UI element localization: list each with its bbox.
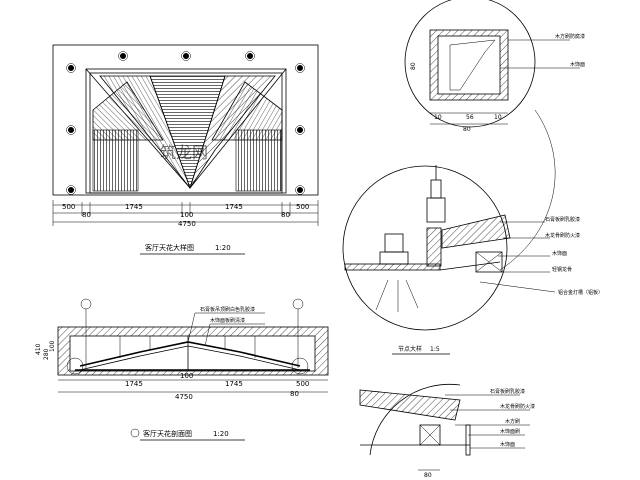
dim-label: 100: [180, 211, 193, 219]
svg-text:客厅天花大样图: 客厅天花大样图: [145, 243, 194, 252]
dim-label: 500: [62, 203, 75, 211]
detail-callout: 木饰面刷: [500, 428, 520, 435]
detail-callout: 木龙骨刷防火漆: [545, 232, 580, 239]
section-callout: 木饰面板刷清漆: [210, 317, 245, 324]
dim-label: 500: [296, 203, 309, 211]
detail-square-tube: 10 56 10 80 80 木方刷防腐漆 木饰面: [404, 0, 585, 133]
dim-label: 500: [296, 380, 309, 388]
svg-text:1:20: 1:20: [213, 430, 229, 438]
dim-label: 80: [82, 211, 91, 219]
outer-frame: [52, 44, 319, 196]
detail-callout: 木饰面: [570, 61, 585, 68]
ceiling-section: 石膏板吊顶刷白色乳胶漆 木饰面板刷清漆 410 280 100 1745 100…: [35, 298, 329, 441]
elevation-title: 客厅天花大样图 1:20: [140, 243, 245, 255]
dim-label: 100: [180, 372, 193, 380]
side-dim: 280: [43, 348, 50, 360]
connector-curve: [499, 109, 556, 271]
dim-total: 4750: [175, 393, 193, 401]
dim-label: 1745: [125, 203, 143, 211]
dim-label: 1745: [225, 203, 243, 211]
dim-total: 80: [463, 126, 471, 133]
dim-label: 80: [424, 472, 432, 479]
detail-callout: 木饰面: [500, 441, 515, 448]
dim-label: 1745: [125, 380, 143, 388]
detail-bottom-trough: 石膏板刷乳胶漆 木龙骨刷防火漆 木方刷 木饰面刷 木饰面 80: [359, 383, 535, 479]
svg-text:1:20: 1:20: [215, 244, 231, 252]
watermark: 筑龙网: [160, 143, 208, 162]
svg-text:节点大样: 节点大样: [398, 345, 422, 353]
dim-label: 10: [494, 114, 502, 121]
dim-label: 10: [434, 114, 442, 121]
ceiling-elevation: 筑龙网 500 80 1745 100 1745 80 500 4750 客厅天…: [52, 44, 319, 255]
dim-label: 80: [290, 390, 299, 398]
detail-callout: 木方刷: [505, 418, 520, 425]
side-dim: 100: [49, 340, 56, 352]
svg-text:1:5: 1:5: [430, 346, 440, 353]
detail-callout: 石膏板刷乳胶漆: [545, 216, 580, 223]
dim-label: 56: [466, 114, 474, 121]
detail-callout: 铝合金灯槽（铝板）: [558, 289, 603, 296]
detail-callout: 轻钢龙骨: [552, 266, 572, 273]
section-title: 客厅天花剖面图 1:20: [130, 428, 245, 441]
dim-label: 1745: [225, 380, 243, 388]
section-callout: 石膏板吊顶刷白色乳胶漆: [200, 306, 255, 313]
light-fixtures: [66, 51, 305, 195]
detail-callout: 木饰面: [552, 250, 567, 257]
detail-callout: 木方刷防腐漆: [555, 33, 585, 40]
detail-callout: 石膏板刷乳胶漆: [490, 388, 525, 395]
detail-title: 节点大样 1:5: [392, 345, 450, 355]
detail-light-trough: 石膏板刷乳胶漆 木龙骨刷防火漆 木饰面 轻钢龙骨 铝合金灯槽（铝板） 节点大样 …: [342, 165, 603, 355]
side-dim: 410: [35, 343, 42, 355]
dim-label: 80: [281, 211, 290, 219]
dim-label: 80: [410, 62, 417, 70]
dim-total: 4750: [178, 220, 196, 228]
detail-callout: 木龙骨刷防火漆: [500, 403, 535, 410]
svg-text:客厅天花剖面图: 客厅天花剖面图: [143, 429, 192, 438]
